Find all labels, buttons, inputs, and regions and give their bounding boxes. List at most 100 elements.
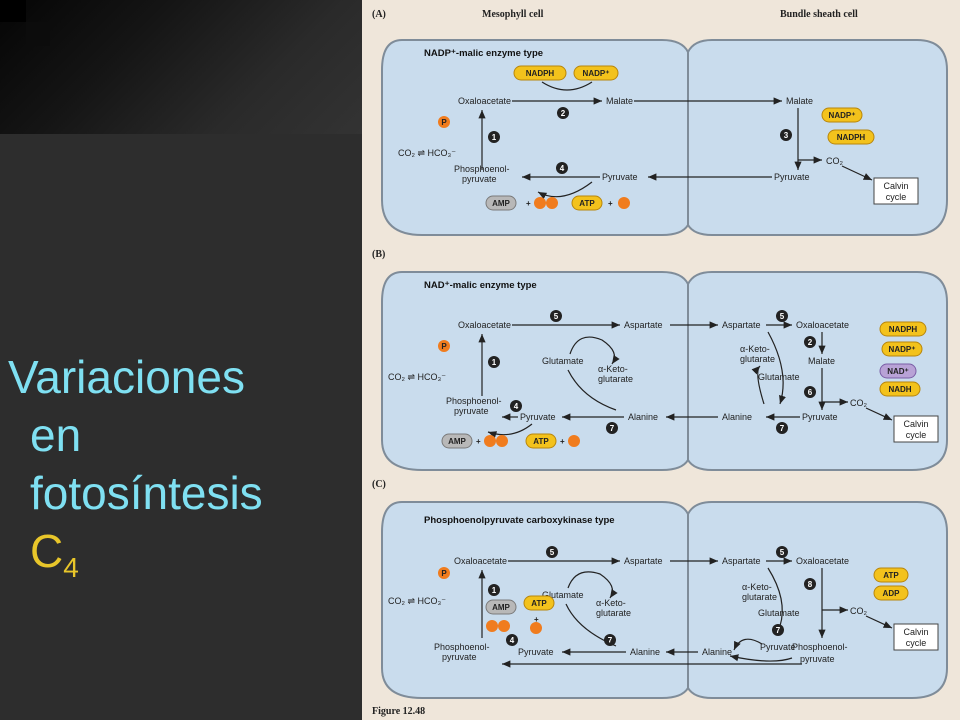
title-c4: C4	[30, 525, 79, 583]
malate-b: Malate	[808, 356, 835, 366]
svg-text:pyruvate: pyruvate	[800, 654, 835, 664]
svg-text:Calvin: Calvin	[903, 627, 928, 637]
nadph-pill	[513, 65, 567, 81]
svg-text:glutarate: glutarate	[742, 592, 777, 602]
svg-text:AMP: AMP	[448, 437, 466, 446]
svg-text:Pyruvate: Pyruvate	[760, 642, 796, 652]
atp-label: ATP	[579, 199, 595, 208]
svg-text:glutarate: glutarate	[598, 374, 633, 384]
co2-hco3-a: CO₂ ⇌ HCO₃⁻	[398, 148, 456, 158]
svg-text:Phosphoenol-: Phosphoenol-	[434, 642, 490, 652]
calvin-box-a	[873, 177, 919, 205]
svg-text:+: +	[476, 437, 481, 446]
decorative-square	[26, 22, 50, 46]
svg-text:Oxaloacetate: Oxaloacetate	[796, 556, 849, 566]
nadph-label: NADPH	[526, 69, 555, 78]
svg-text:Pyruvate: Pyruvate	[802, 412, 838, 422]
panel-c: Phosphoenolpyruvate carboxykinase type O…	[381, 501, 948, 699]
svg-text:glutarate: glutarate	[596, 608, 631, 618]
svg-text:NAD⁺: NAD⁺	[887, 367, 909, 376]
pyruvate-a1: Pyruvate	[602, 172, 638, 182]
svg-text:Calvin: Calvin	[883, 181, 908, 191]
svg-text:P: P	[441, 118, 447, 127]
left-panel: Variaciones en fotosíntesis C4	[0, 0, 362, 720]
svg-text:ATP: ATP	[531, 599, 547, 608]
svg-text:P: P	[441, 569, 447, 578]
svg-text:+: +	[534, 615, 539, 624]
step-3-badge	[780, 129, 792, 141]
cell-pair-c	[381, 501, 948, 699]
svg-text:Alanine: Alanine	[702, 647, 732, 657]
svg-text:5: 5	[550, 548, 555, 557]
svg-text:Phosphoenol-: Phosphoenol-	[792, 642, 848, 652]
step-3-number: 3	[784, 131, 789, 140]
svg-text:P: P	[441, 342, 447, 351]
title-line-3: fotosíntesis	[30, 467, 263, 519]
svg-text:Pyruvate: Pyruvate	[520, 412, 556, 422]
svg-text:cycle: cycle	[906, 430, 927, 440]
svg-text:ADP: ADP	[883, 589, 901, 598]
svg-text:α-Keto-: α-Keto-	[740, 344, 770, 354]
svg-text:Glutamate: Glutamate	[758, 372, 800, 382]
cell-pair-b	[381, 271, 948, 471]
svg-text:+: +	[526, 199, 531, 208]
nadp-label: NADP⁺	[583, 69, 610, 78]
svg-text:7: 7	[780, 424, 785, 433]
c4-pathways-diagram: (A) Mesophyll cell Bundle sheath cell NA…	[372, 9, 948, 717]
svg-text:4: 4	[510, 636, 515, 645]
panel-a: NADP⁺-malic enzyme type NADPH NADP⁺ Oxal…	[381, 39, 948, 236]
svg-text:7: 7	[608, 636, 613, 645]
figure-caption: Figure 12.48	[372, 706, 425, 717]
svg-text:glutarate: glutarate	[740, 354, 775, 364]
cell-pair-a	[381, 39, 948, 236]
textbook-figure-page: (A) Mesophyll cell Bundle sheath cell NA…	[362, 0, 960, 720]
svg-text:1: 1	[492, 586, 497, 595]
step-2-badge	[557, 107, 569, 119]
svg-text:Phosphoenol-: Phosphoenol-	[446, 396, 502, 406]
svg-text:NADH: NADH	[888, 385, 911, 394]
svg-text:α-Keto-: α-Keto-	[742, 582, 772, 592]
dark-gradient-header	[0, 0, 362, 134]
nadp-pill	[573, 65, 619, 81]
svg-text:ATP: ATP	[883, 571, 899, 580]
pi-circle	[438, 116, 450, 128]
svg-text:CO₂ ⇌ HCO₃⁻: CO₂ ⇌ HCO₃⁻	[388, 372, 446, 382]
step-1-number: 1	[492, 133, 497, 142]
svg-text:Alanine: Alanine	[628, 412, 658, 422]
pep-a-1: Phosphoenol-	[454, 164, 510, 174]
panel-b-type-title: NAD⁺-malic enzyme type	[424, 280, 537, 291]
svg-text:Alanine: Alanine	[630, 647, 660, 657]
nadp-pill-2	[821, 107, 863, 123]
svg-text:Glutamate: Glutamate	[542, 356, 584, 366]
svg-text:+: +	[560, 437, 565, 446]
svg-text:pyruvate: pyruvate	[442, 652, 477, 662]
slide-title: Variaciones en fotosíntesis C4	[8, 348, 358, 597]
svg-text:7: 7	[610, 424, 615, 433]
amp-label: AMP	[492, 199, 510, 208]
malate-a2: Malate	[786, 96, 813, 106]
bundle-sheath-header: Bundle sheath cell	[780, 9, 858, 20]
step-2-number: 2	[561, 109, 566, 118]
svg-text:6: 6	[808, 388, 813, 397]
panel-b: NAD⁺-malic enzyme type Oxaloacetate 5 As…	[381, 271, 948, 471]
mesophyll-header: Mesophyll cell	[482, 9, 544, 20]
cofactor-arc-a2	[541, 81, 593, 91]
title-line-1: Variaciones	[8, 351, 245, 403]
svg-text:α-Keto-: α-Keto-	[596, 598, 626, 608]
nadph-pill-2	[827, 129, 875, 145]
aspartate-b1: Aspartate	[624, 320, 663, 330]
panel-a-letter: (A)	[372, 9, 386, 20]
svg-text:5: 5	[554, 312, 559, 321]
svg-text:NADP⁺: NADP⁺	[889, 345, 916, 354]
svg-text:ATP: ATP	[533, 437, 549, 446]
svg-text:cycle: cycle	[886, 192, 907, 202]
amp-pill	[485, 195, 517, 211]
svg-text:1: 1	[492, 358, 497, 367]
step-4-badge	[556, 162, 568, 174]
svg-text:α-Keto-: α-Keto-	[598, 364, 628, 374]
oaa-b2: Oxaloacetate	[796, 320, 849, 330]
svg-text:NADPH: NADPH	[889, 325, 918, 334]
svg-text:7: 7	[776, 626, 781, 635]
svg-text:2: 2	[808, 338, 813, 347]
svg-text:CO₂: CO₂	[850, 398, 868, 408]
